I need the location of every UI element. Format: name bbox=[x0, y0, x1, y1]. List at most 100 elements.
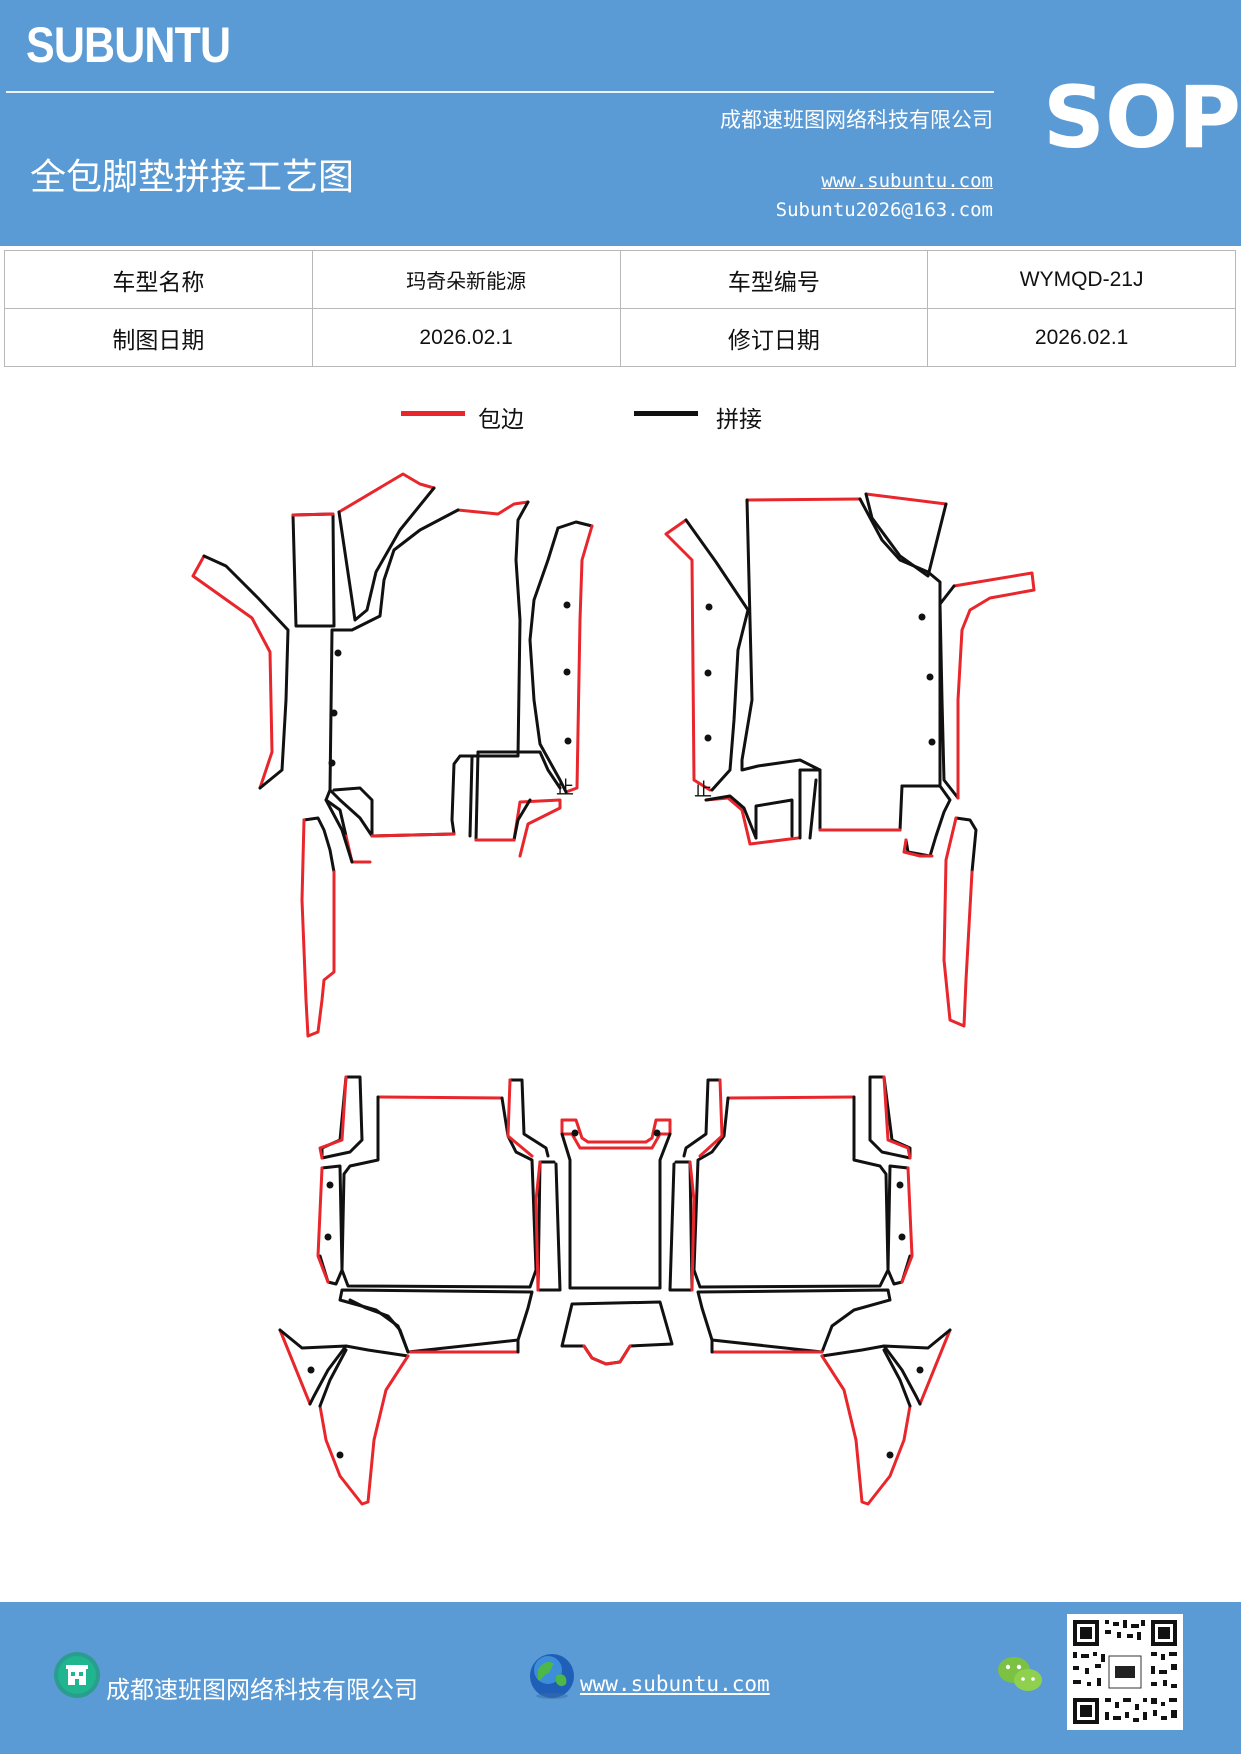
legend: 包边 拼接 bbox=[0, 400, 1241, 440]
mat-piece bbox=[692, 1095, 890, 1289]
mat-piece bbox=[318, 1348, 348, 1408]
mat-piece bbox=[338, 1288, 534, 1354]
mat-piece bbox=[560, 1300, 674, 1366]
mat-piece bbox=[952, 571, 1036, 592]
edge-legend-label: 包边 bbox=[478, 407, 524, 433]
mat-piece bbox=[300, 818, 336, 1038]
mat-piece bbox=[560, 1118, 672, 1144]
mat-piece bbox=[668, 1160, 694, 1292]
model-code-value: WYMQD-21J bbox=[927, 250, 1236, 309]
mat-piece bbox=[344, 1344, 410, 1358]
mat-piece bbox=[696, 1288, 892, 1354]
mat-piece bbox=[698, 1078, 724, 1158]
mat-piece bbox=[682, 1078, 722, 1158]
mat-piece bbox=[882, 1075, 912, 1160]
mat-piece bbox=[474, 750, 516, 842]
mat-piece bbox=[882, 1328, 952, 1406]
mat-piece bbox=[942, 816, 974, 1028]
mat-piece bbox=[918, 1328, 952, 1406]
mat-piece bbox=[291, 512, 336, 628]
mat-piece bbox=[820, 1354, 912, 1506]
draw-date-label: 制图日期 bbox=[4, 308, 313, 367]
stop-marker-left: 止 bbox=[556, 778, 574, 799]
footer-company: 成都速班图网络科技有限公司 bbox=[106, 1676, 418, 1704]
mat-piece bbox=[318, 1075, 348, 1160]
mat-piece bbox=[512, 798, 562, 858]
info-row: 制图日期 2026.02.1 修订日期 2026.02.1 bbox=[4, 308, 1236, 367]
mat-piece bbox=[278, 1328, 348, 1406]
wechat-icon bbox=[998, 1657, 1042, 1691]
mat-piece bbox=[954, 816, 978, 874]
mat-piece bbox=[556, 520, 594, 530]
revise-date-label: 修订日期 bbox=[619, 308, 929, 367]
mat-piece bbox=[318, 1354, 410, 1506]
mat-piece bbox=[202, 554, 290, 790]
globe-icon bbox=[530, 1654, 574, 1699]
header-company: 成都速班图网络科技有限公司 bbox=[720, 108, 993, 132]
mat-piece bbox=[337, 486, 436, 622]
hole-markers bbox=[307, 1129, 924, 1459]
mat-piece bbox=[302, 816, 336, 874]
mat-piece bbox=[564, 524, 594, 794]
header-website-link[interactable]: www.subuntu.com bbox=[821, 170, 993, 192]
mat-piece bbox=[534, 1160, 542, 1292]
mat-piece bbox=[450, 500, 530, 836]
info-row: 车型名称 玛奇朵新能源 车型编号 WYMQD-21J bbox=[4, 250, 1236, 309]
mat-piece bbox=[348, 1298, 410, 1354]
mat-piece bbox=[536, 1160, 562, 1292]
mat-piece bbox=[808, 778, 818, 840]
logo: SUBUNTU bbox=[26, 17, 231, 73]
sop-badge: SOP bbox=[1043, 68, 1241, 168]
mat-piece bbox=[337, 472, 436, 514]
draw-date-value: 2026.02.1 bbox=[311, 308, 621, 367]
seam-legend-swatch bbox=[634, 411, 698, 416]
mat-piece bbox=[864, 492, 948, 506]
hole-markers bbox=[328, 601, 572, 767]
mat-piece bbox=[956, 588, 1036, 800]
mat-piece bbox=[340, 1095, 538, 1289]
mat-piece bbox=[324, 798, 354, 864]
header-band: SUBUNTU 成都速班图网络科技有限公司 全包脚垫拼接工艺图 www.subu… bbox=[0, 0, 1241, 246]
mat-piece bbox=[740, 497, 942, 832]
edge-legend-swatch bbox=[401, 411, 465, 416]
mat-piece bbox=[456, 500, 530, 516]
stop-marker-right: 止 bbox=[694, 780, 712, 801]
header-divider bbox=[6, 91, 994, 93]
mat-piece bbox=[191, 554, 274, 790]
model-name-value: 玛奇朵新能源 bbox=[311, 250, 621, 309]
rear-mat-group bbox=[278, 1075, 952, 1506]
mat-piece bbox=[684, 518, 750, 792]
hole-markers bbox=[704, 603, 936, 746]
mat-piece bbox=[512, 798, 532, 842]
model-name-label: 车型名称 bbox=[4, 250, 313, 309]
mat-piece bbox=[820, 1344, 886, 1358]
mat-piece bbox=[798, 768, 822, 840]
mat-piece bbox=[528, 526, 568, 794]
footer-website-link[interactable]: www.subuntu.com bbox=[580, 1672, 770, 1696]
mat-piece bbox=[332, 786, 374, 838]
mat-piece bbox=[704, 794, 758, 840]
mat-piece bbox=[560, 1132, 672, 1290]
mat-piece bbox=[748, 836, 800, 846]
footer-band: 成都速班图网络科技有限公司 www.subuntu.com bbox=[0, 1602, 1241, 1754]
model-code-label: 车型编号 bbox=[619, 250, 929, 309]
mat-piece bbox=[754, 798, 794, 840]
page-title: 全包脚垫拼接工艺图 bbox=[30, 157, 355, 198]
header-email: Subuntu2026@163.com bbox=[775, 199, 993, 221]
mat-piece bbox=[508, 1078, 550, 1158]
building-icon bbox=[54, 1652, 100, 1698]
qr-code-icon bbox=[1067, 1614, 1183, 1730]
mat-piece bbox=[664, 518, 712, 792]
front-left-mat-group bbox=[191, 472, 594, 1038]
mat-piece bbox=[900, 1166, 914, 1284]
mat-piece bbox=[882, 1348, 912, 1408]
mat-piece bbox=[688, 1160, 696, 1292]
front-right-mat-group bbox=[664, 492, 1036, 1028]
mat-piece bbox=[902, 838, 934, 858]
mat-piece bbox=[376, 1095, 504, 1100]
mat-piece bbox=[582, 1344, 632, 1366]
mat-piece bbox=[864, 492, 948, 578]
mat-piece bbox=[938, 584, 960, 800]
mat-piece bbox=[324, 788, 348, 838]
mat-piece bbox=[328, 508, 460, 838]
